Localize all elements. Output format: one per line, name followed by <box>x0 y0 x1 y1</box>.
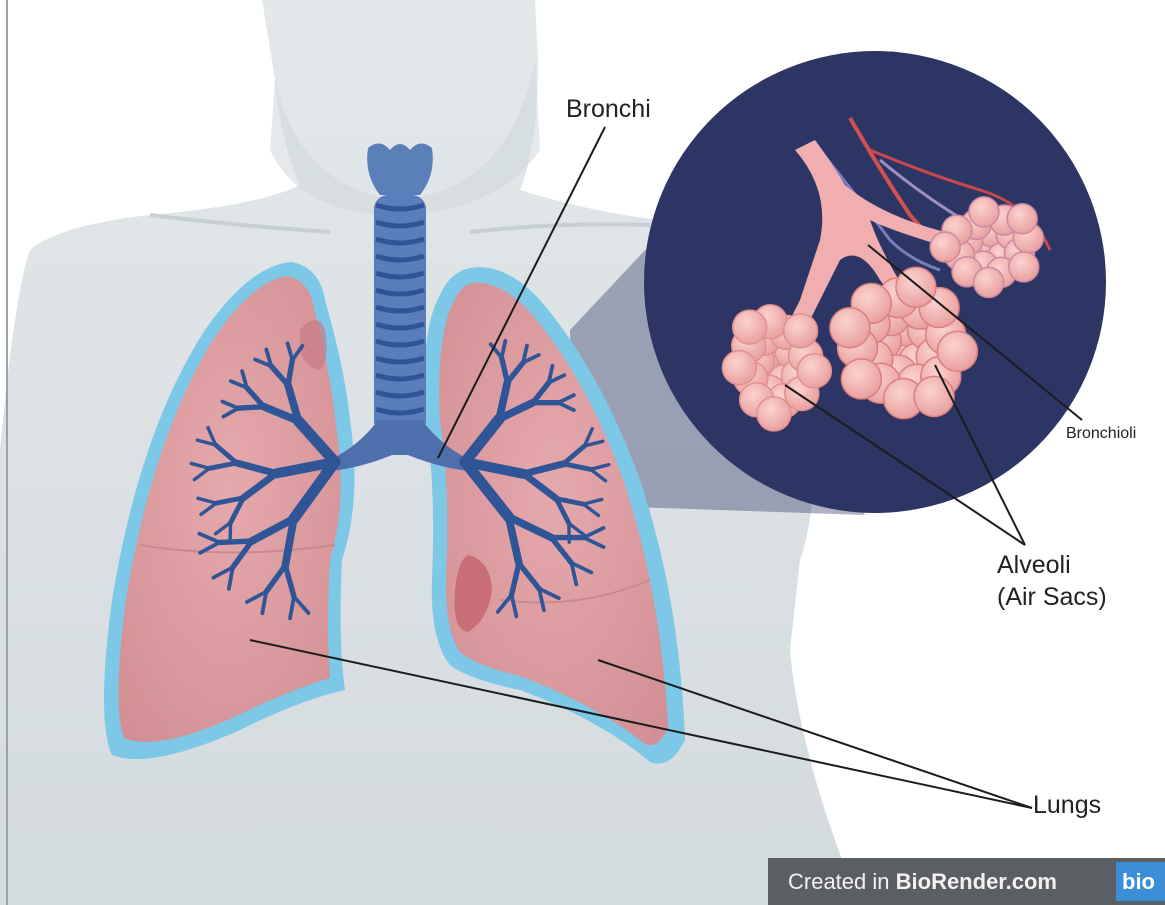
alveolus <box>930 232 960 262</box>
alveoli-subtitle-label: (Air Sacs) <box>997 582 1107 612</box>
credit-prefix: Created in <box>788 869 896 894</box>
alveolus <box>757 397 791 431</box>
trachea <box>374 195 426 435</box>
bronchus-branch <box>238 407 263 408</box>
lungs-label: Lungs <box>1033 790 1101 820</box>
alveolus <box>722 351 756 385</box>
biorender-logo-icon[interactable]: bio <box>1116 862 1165 901</box>
bronchus-branch <box>220 541 252 542</box>
alveolus <box>733 310 767 344</box>
alveolus <box>830 308 870 348</box>
credit-banner[interactable]: Created in BioRender.com bio <box>768 858 1165 905</box>
alveolus <box>969 197 999 227</box>
credit-brand: BioRender.com <box>896 869 1057 894</box>
alveolus <box>784 314 818 348</box>
alveoli-label: Alveoli <box>997 550 1071 580</box>
credit-text: Created in BioRender.com <box>788 858 1057 905</box>
alveolus <box>797 354 831 388</box>
bronchioli-label: Bronchioli <box>1066 424 1136 444</box>
bronchus-branch <box>230 522 231 541</box>
alveoli-inset <box>644 51 1106 513</box>
bronchi-label: Bronchi <box>566 94 651 124</box>
alveolus <box>974 268 1004 298</box>
alveolus <box>914 377 954 417</box>
larynx <box>367 143 433 195</box>
alveolus <box>937 331 977 371</box>
alveolus <box>1007 204 1037 234</box>
alveolus <box>841 359 881 399</box>
alveolus <box>1009 252 1039 282</box>
